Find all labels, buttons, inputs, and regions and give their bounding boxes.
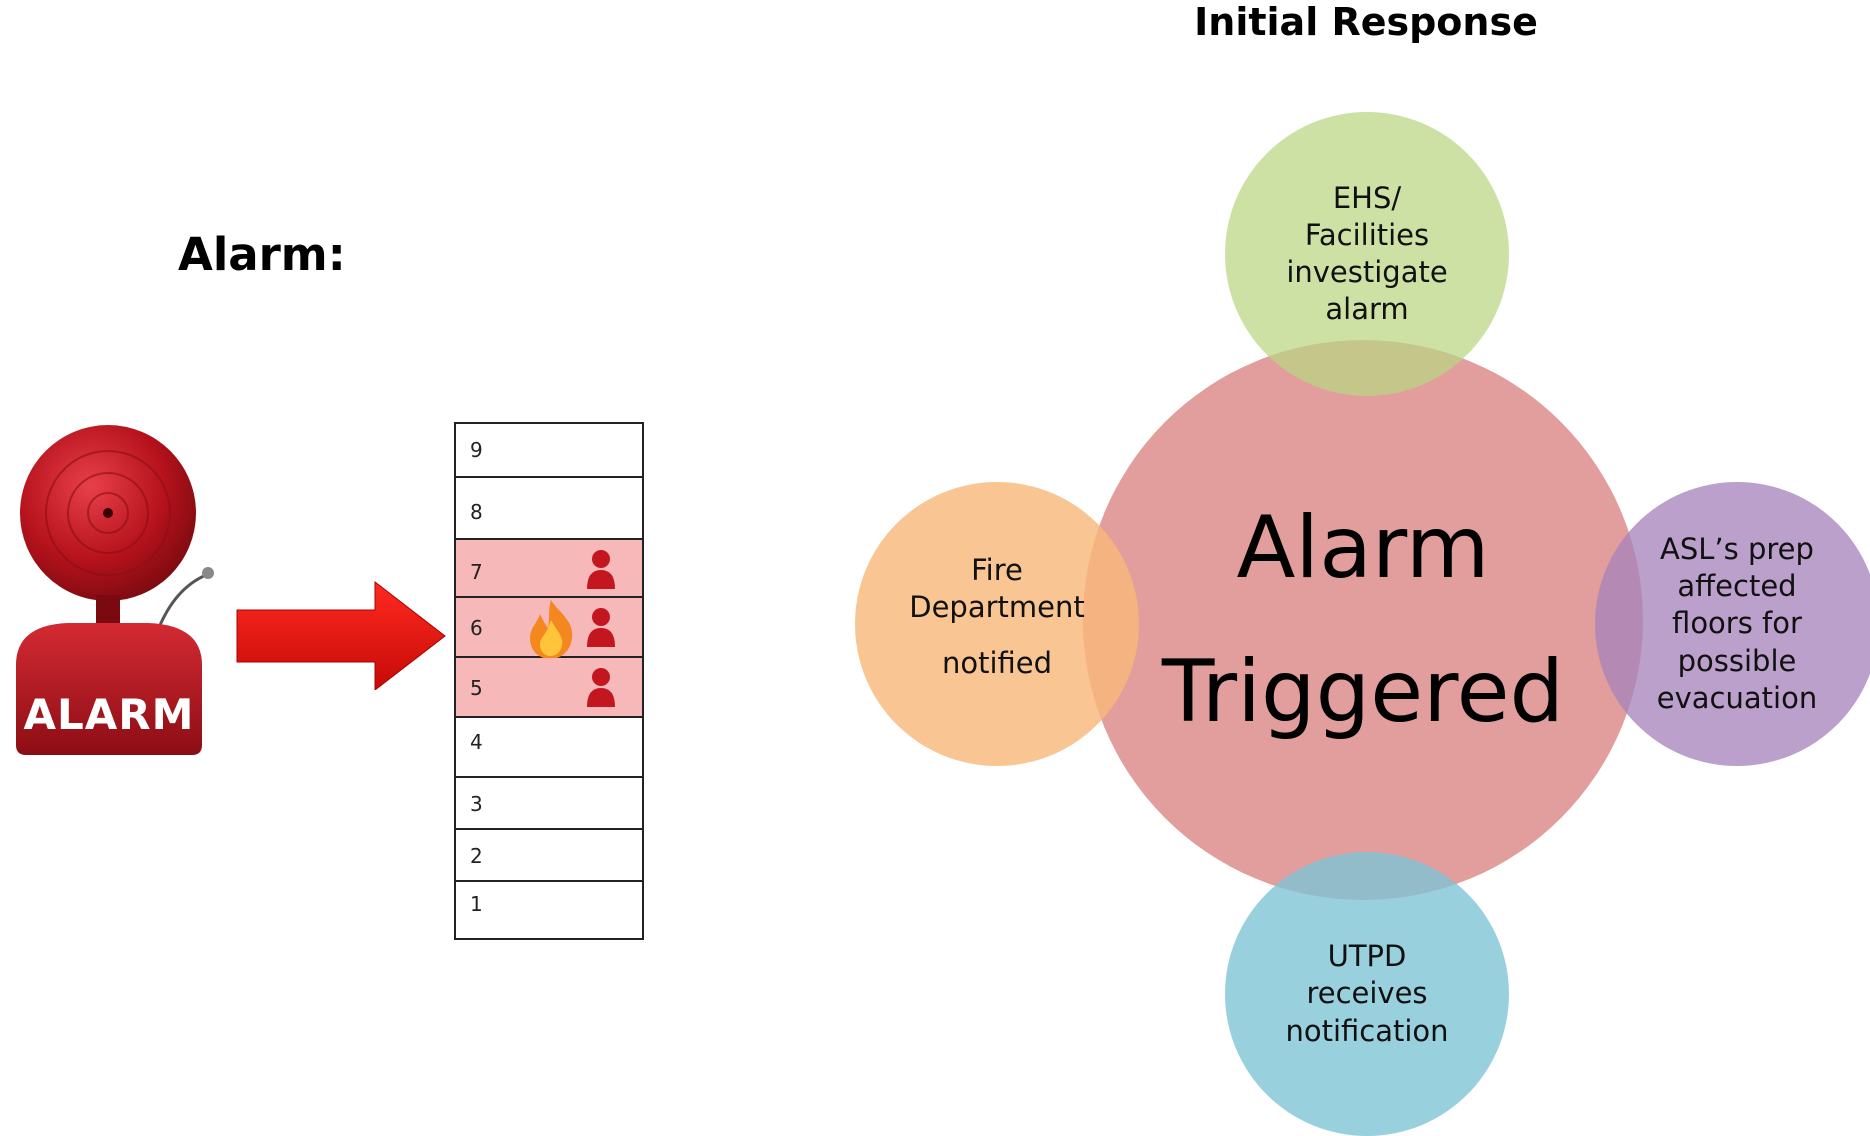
alarm-triggered-circle: Alarm Triggered [1083, 340, 1643, 900]
floor-number: 7 [470, 560, 483, 584]
floor-number: 2 [470, 844, 483, 868]
floor-6: 6 [456, 598, 642, 659]
floor-4: 4 [456, 718, 642, 778]
fire-department-label: Fire Department notified [909, 552, 1085, 681]
arrow-right-icon [235, 580, 455, 695]
alarm-bell-icon: ALARM [8, 425, 218, 765]
ehs-facilities-label: EHS/ Facilities investigate alarm [1286, 180, 1448, 327]
floor-number: 9 [470, 438, 483, 462]
fire-department-circle: Fire Department notified [855, 482, 1139, 766]
fire-department-status: notified [941, 645, 1053, 680]
asl-prep-label: ASL’s prep affected floors for possible … [1656, 532, 1818, 715]
person-icon [586, 666, 616, 713]
person-icon [586, 606, 616, 653]
floor-3: 3 [456, 778, 642, 830]
floor-8: 8 [456, 478, 642, 540]
floor-9: 9 [456, 424, 642, 478]
alarm-triggered-label: Alarm Triggered [1161, 497, 1565, 742]
floor-number: 1 [470, 892, 483, 916]
floor-5: 5 [456, 658, 642, 718]
fire-icon [526, 598, 576, 665]
fire-department-name: Fire Department [909, 553, 1085, 625]
floor-number: 6 [470, 616, 483, 640]
floor-2: 2 [456, 830, 642, 882]
utpd-circle: UTPD receives notification [1225, 852, 1509, 1136]
asl-prep-circle: ASL’s prep affected floors for possible … [1595, 482, 1870, 766]
utpd-label: UTPD receives notification [1285, 939, 1449, 1048]
floor-number: 3 [470, 792, 483, 816]
floor-number: 4 [470, 730, 483, 754]
alarm-heading: Alarm: [178, 228, 346, 281]
alarm-label: ALARM [23, 690, 195, 739]
floor-1: 1 [456, 882, 642, 938]
floor-7: 7 [456, 540, 642, 598]
ehs-facilities-circle: EHS/ Facilities investigate alarm [1225, 112, 1509, 396]
diagram-title: Initial Response [1194, 0, 1538, 44]
floor-number: 5 [470, 676, 483, 700]
person-icon [586, 548, 616, 595]
floor-number: 8 [470, 500, 483, 524]
building-floors: 9 8 7 6 5 4 3 2 1 [454, 422, 644, 940]
